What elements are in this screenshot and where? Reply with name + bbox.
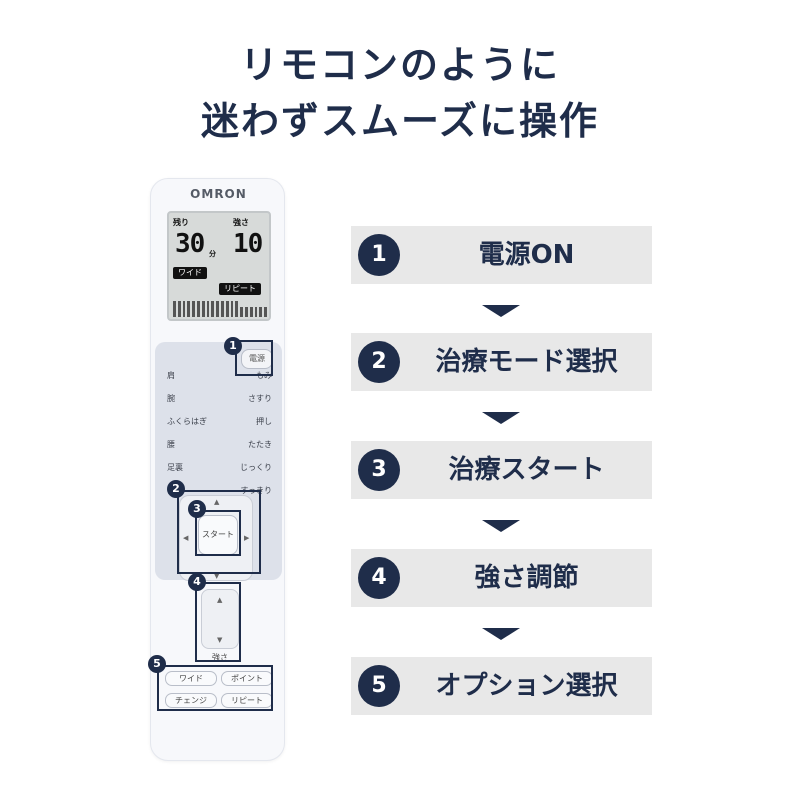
lcd-level-bar <box>177 301 181 317</box>
step-4: 4 強さ調節 <box>351 549 652 607</box>
step-5-number: 5 <box>358 665 400 707</box>
step-2-label: 治療モード選択 <box>435 347 618 377</box>
option-point-button[interactable]: ポイント <box>221 671 273 686</box>
step-5: 5 オプション選択 <box>351 657 652 715</box>
lcd-level-bars <box>173 299 267 317</box>
dpad-left-icon[interactable]: ◀ <box>183 534 189 542</box>
step-3-number: 3 <box>358 449 400 491</box>
lcd-level-bar <box>240 307 243 317</box>
lcd-strength-value: 10 <box>233 229 263 259</box>
dpad-up-icon[interactable]: ▲ <box>214 498 220 506</box>
mode-technique-item: 押し <box>256 417 272 426</box>
mode-technique-item: さすり <box>248 394 272 403</box>
step-1-label: 電源ON <box>478 240 575 270</box>
lcd-level-bar <box>187 301 191 317</box>
lcd-level-bar <box>182 301 186 317</box>
step-1: 1 電源ON <box>351 226 652 284</box>
strength-rocker[interactable]: ▲ ▼ <box>201 589 239 649</box>
down-arrow-icon <box>482 628 520 640</box>
step-3: 3 治療スタート <box>351 441 652 499</box>
lcd-level-bar <box>211 301 215 317</box>
strength-down-icon[interactable]: ▼ <box>217 636 223 644</box>
lcd-level-bar <box>235 301 239 317</box>
step-3-label: 治療スタート <box>448 455 605 485</box>
mode-technique-item: たたき <box>248 440 272 449</box>
lcd-level-bar <box>216 301 219 317</box>
mode-body-part-item: 腰 <box>167 440 175 449</box>
lcd-remaining-unit: 分 <box>209 250 216 258</box>
headline-line-1: リモコンのように <box>239 43 560 87</box>
option-wide-button[interactable]: ワイド <box>165 671 217 686</box>
step-1-number: 1 <box>358 234 400 276</box>
lcd-display: 残り 強さ 30 分 10 ワイド リピート <box>167 211 271 321</box>
option-change-button[interactable]: チェンジ <box>165 693 217 708</box>
step-4-number: 4 <box>358 557 400 599</box>
lcd-level-bar <box>259 307 263 317</box>
strength-label: 強さ <box>212 653 228 662</box>
remote-badge-3: 3 <box>188 500 206 518</box>
step-4-label: 強さ調節 <box>474 563 579 593</box>
down-arrow-icon <box>482 305 520 317</box>
lcd-level-bar <box>225 301 229 317</box>
down-arrow-icon <box>482 520 520 532</box>
strength-up-icon[interactable]: ▲ <box>217 596 223 604</box>
headline-line-2: 迷わずスムーズに操作 <box>200 99 600 143</box>
remote-badge-1: 1 <box>224 337 242 355</box>
lcd-level-bar <box>201 301 205 317</box>
step-5-label: オプション選択 <box>435 671 618 701</box>
mode-body-part-item: 肩 <box>167 371 175 380</box>
lcd-level-bar <box>173 301 176 317</box>
lcd-level-bar <box>230 301 234 317</box>
lcd-remaining-value: 30 <box>175 229 205 259</box>
remote-badge-2: 2 <box>167 480 185 498</box>
remote-badge-5: 5 <box>148 655 166 673</box>
lcd-remaining-label: 残り <box>173 218 189 227</box>
lcd-level-bar <box>264 307 267 317</box>
mode-body-part-item: ふくらはぎ <box>167 417 207 426</box>
step-2-number: 2 <box>358 341 400 383</box>
down-arrow-icon <box>482 412 520 424</box>
lcd-level-bar <box>220 301 224 317</box>
lcd-tag-repeat: リピート <box>219 283 261 295</box>
highlight-power <box>235 340 273 376</box>
highlight-strength <box>195 582 241 662</box>
start-button[interactable]: スタート <box>198 515 238 555</box>
lcd-level-bar <box>192 301 195 317</box>
lcd-level-bar <box>196 301 200 317</box>
highlight-start <box>195 510 241 556</box>
lcd-level-bar <box>244 307 248 317</box>
lcd-level-bar <box>254 307 258 317</box>
step-2: 2 治療モード選択 <box>351 333 652 391</box>
highlight-mode-select <box>177 490 261 574</box>
mode-body-part-item: 足裏 <box>167 463 183 472</box>
dpad-down-icon[interactable]: ▼ <box>214 572 220 580</box>
lcd-level-bar <box>206 301 210 317</box>
remote-control: OMRON 残り 強さ 30 分 10 ワイド リピート 電源 肩もみ腕さすりふ… <box>150 178 285 761</box>
dpad-right-icon[interactable]: ▶ <box>244 534 250 542</box>
lcd-level-bar <box>249 307 253 317</box>
highlight-options <box>157 665 273 711</box>
remote-badge-4: 4 <box>188 573 206 591</box>
mode-technique-item: じっくり <box>240 463 272 472</box>
lcd-strength-label: 強さ <box>233 218 249 227</box>
lcd-tag-wide: ワイド <box>173 267 207 279</box>
brand-logo: OMRON <box>190 187 247 201</box>
mode-body-part-item: 腕 <box>167 394 175 403</box>
